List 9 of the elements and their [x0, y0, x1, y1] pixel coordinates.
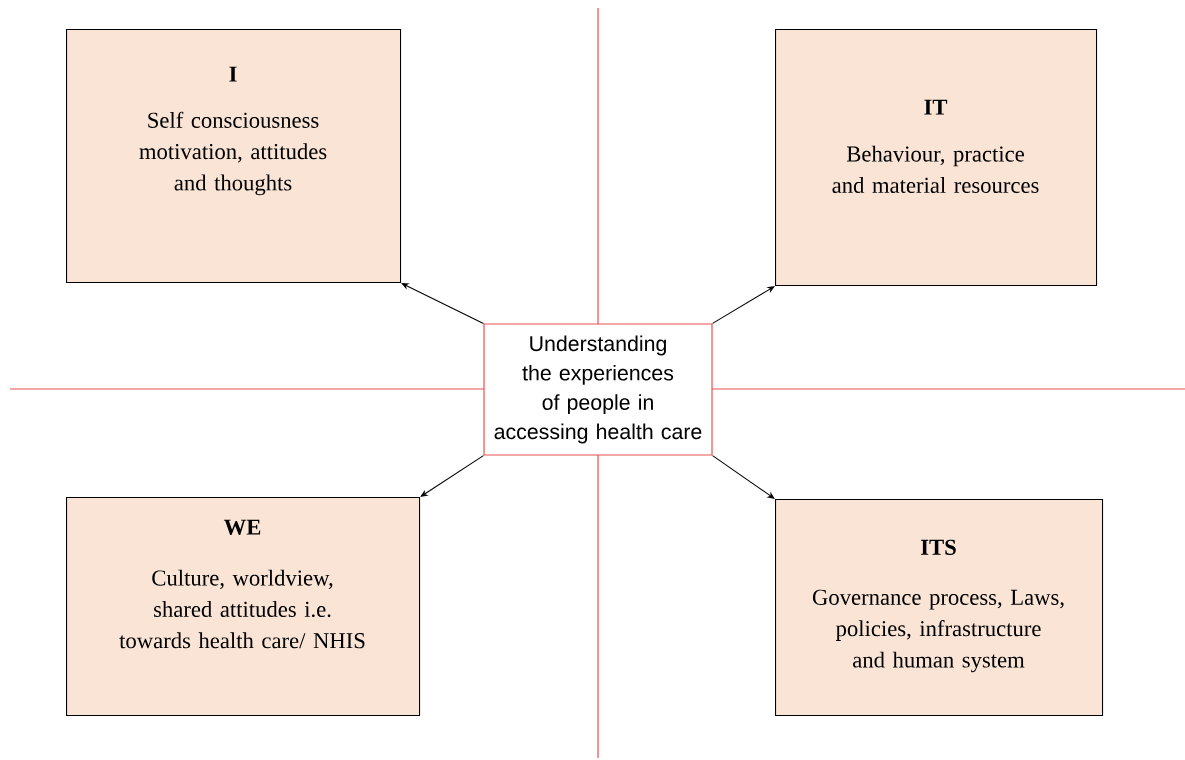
quadrant-box: WE Culture, worldview, shared attitudes i.e. towards health care/ NHIS — [66, 497, 421, 717]
arrow — [712, 455, 775, 499]
arrow — [712, 286, 775, 324]
quadrant-box: ITS Governance process, Laws, policies, infrastructure and human system — [775, 499, 1104, 717]
arrow — [401, 283, 484, 324]
quadrant-box: I Self consciousness motivation, attitudes and thoughts — [66, 29, 402, 284]
quadrant-box: IT Behaviour, practice and material resources — [775, 29, 1098, 287]
arrow — [420, 455, 484, 497]
central-box: Understanding the experiences of people in accessing health care — [483, 323, 713, 456]
